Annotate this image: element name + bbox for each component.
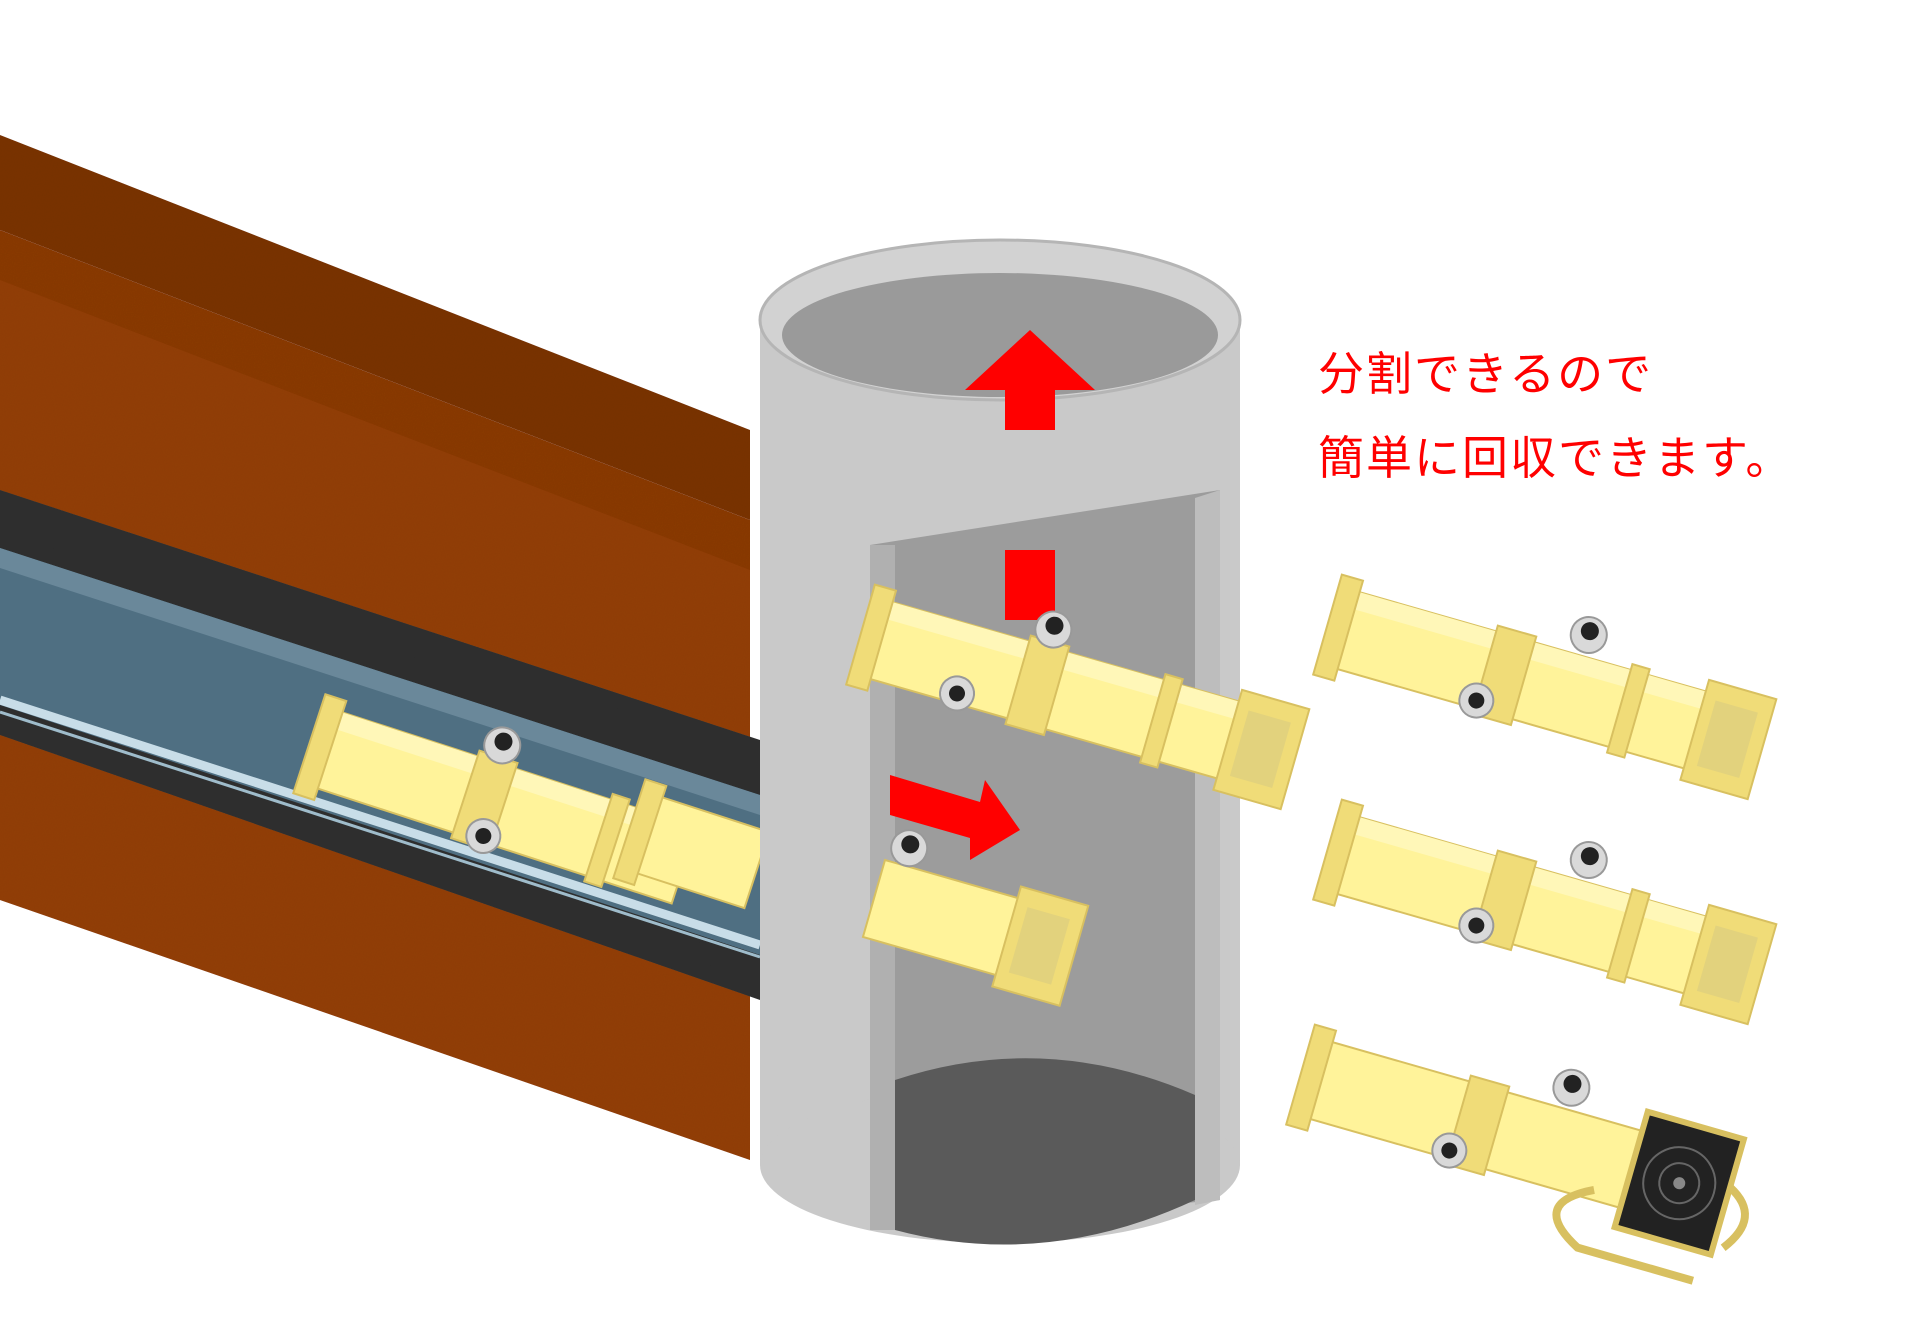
soil-top-face bbox=[0, 135, 750, 520]
arrow-right-icon bbox=[890, 775, 1020, 860]
manhole-floor bbox=[895, 1058, 1195, 1245]
caption-line-1: 分割できるので bbox=[1318, 347, 1654, 401]
device-in-pipe-left bbox=[292, 693, 702, 916]
device-in-manhole-lower bbox=[861, 829, 1090, 1008]
rail-line bbox=[0, 695, 762, 950]
recovered-segment-2 bbox=[1312, 798, 1778, 1026]
camera-sensor-head-icon bbox=[1552, 1108, 1749, 1285]
device-in-manhole-upper bbox=[845, 583, 1311, 811]
device-in-pipe-right bbox=[611, 778, 771, 910]
caption-line-2: 簡単に回収できます。 bbox=[1318, 431, 1794, 485]
recovered-segment-3 bbox=[1284, 1023, 1749, 1285]
arrow-up-icon bbox=[965, 330, 1095, 620]
manhole-opening bbox=[782, 273, 1218, 397]
recovered-segment-1 bbox=[1312, 573, 1778, 801]
